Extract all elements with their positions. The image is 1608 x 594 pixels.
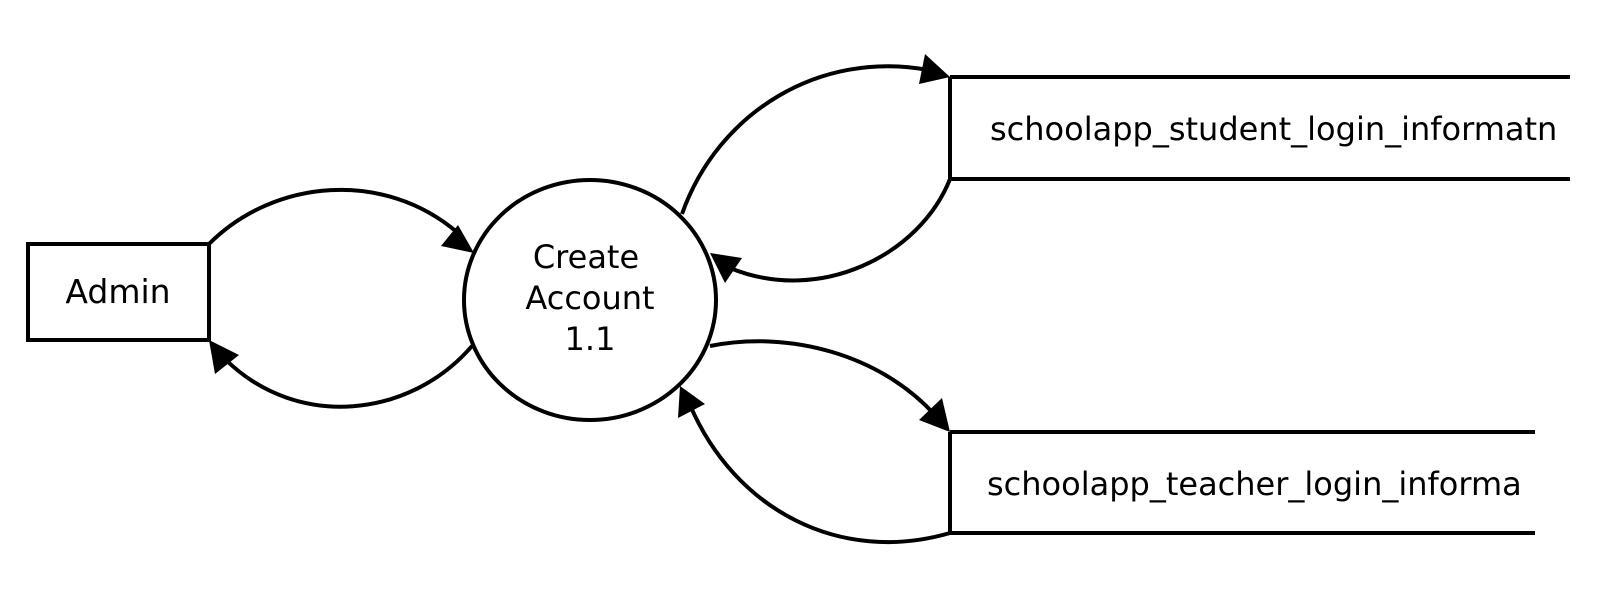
flow-process-to-student-store-arrowhead bbox=[919, 54, 950, 84]
process-label-line3: 1.1 bbox=[565, 320, 616, 358]
flow-process-to-teacher-store-arrowhead bbox=[919, 398, 950, 432]
create-account-process[interactable]: Create Account 1.1 bbox=[462, 178, 718, 422]
teacher-login-data-store[interactable]: schoolapp_teacher_login_informa bbox=[948, 430, 1535, 535]
flow-process-to-admin-line bbox=[224, 344, 474, 409]
flow-process-to-student-store[interactable] bbox=[680, 54, 950, 215]
flow-teacher-store-to-process-line bbox=[688, 404, 951, 544]
flow-student-store-to-process-arrowhead bbox=[710, 253, 742, 283]
flow-process-to-teacher-store[interactable] bbox=[709, 339, 950, 432]
flow-process-to-teacher-store-line bbox=[709, 339, 936, 416]
flow-student-store-to-process-line bbox=[729, 178, 952, 283]
admin-entity-label: Admin bbox=[65, 272, 170, 311]
student-store-label: schoolapp_student_login_informatn bbox=[990, 110, 1557, 148]
flow-process-to-student-store-line bbox=[680, 64, 929, 215]
admin-entity-box bbox=[26, 242, 211, 342]
flow-process-to-admin[interactable] bbox=[209, 340, 474, 409]
process-label-line2: Account bbox=[525, 279, 654, 317]
flow-student-store-to-process[interactable] bbox=[710, 178, 952, 283]
student-login-data-store[interactable]: schoolapp_student_login_informatn bbox=[948, 75, 1570, 181]
flow-admin-to-process[interactable] bbox=[207, 187, 474, 253]
flow-admin-to-process-line bbox=[207, 187, 460, 246]
admin-entity[interactable]: Admin bbox=[26, 242, 211, 342]
flow-teacher-store-to-process[interactable] bbox=[678, 386, 951, 544]
create-account-process-ellipse bbox=[462, 178, 718, 422]
process-label-line1: Create bbox=[533, 238, 639, 276]
flow-process-to-admin-arrowhead bbox=[209, 340, 239, 374]
flow-teacher-store-to-process-arrowhead bbox=[678, 386, 705, 418]
teacher-store-label: schoolapp_teacher_login_informa bbox=[987, 465, 1522, 503]
flow-admin-to-process-arrowhead bbox=[441, 225, 474, 253]
